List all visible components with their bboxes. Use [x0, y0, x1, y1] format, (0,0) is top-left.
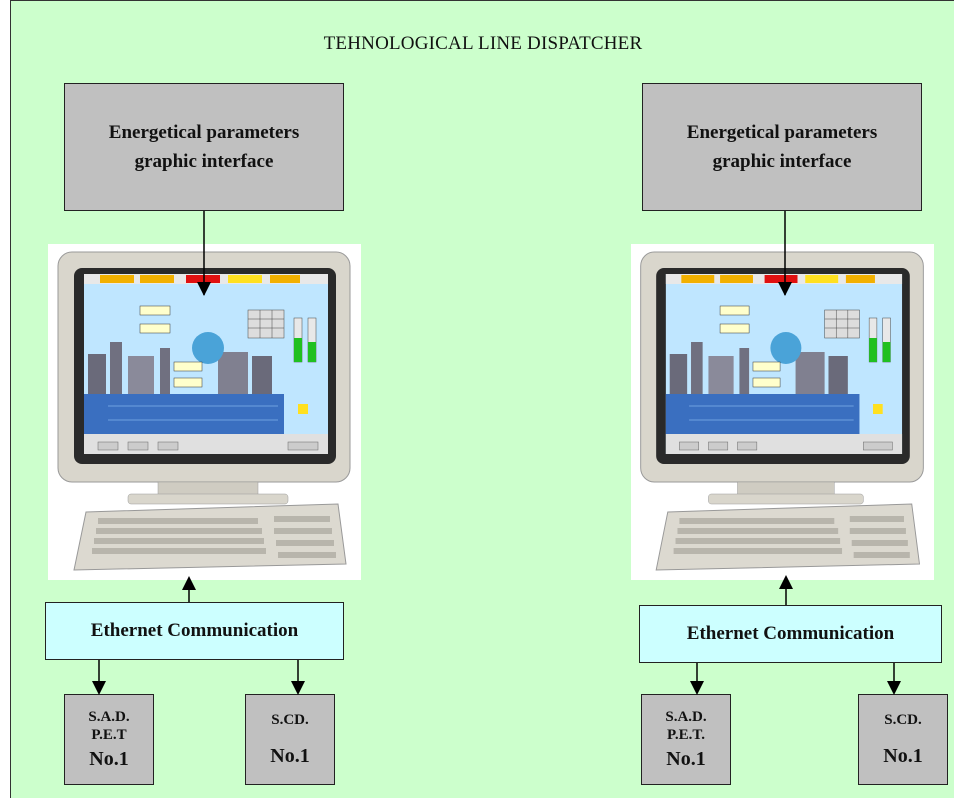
right-sad-line1: S.A.D.	[665, 708, 707, 725]
left-interface-line2: graphic interface	[134, 151, 274, 172]
computer-illustration	[57, 251, 351, 571]
left-sad-box: S.A.D. P.E.T No.1	[64, 694, 154, 785]
left-scd-box: S.CD. No.1	[245, 694, 335, 785]
right-ethernet-box: Ethernet Communication	[639, 605, 942, 663]
left-sad-line2: P.E.T	[91, 726, 127, 743]
right-scd-line2: No.1	[883, 744, 923, 767]
right-sad-line3: No.1	[666, 747, 706, 770]
diagram-title: TEHNOLOGICAL LINE DISPATCHER	[323, 33, 643, 54]
right-interface-line2: graphic interface	[712, 151, 852, 172]
left-computer-image	[48, 244, 361, 580]
right-scd-line1: S.CD.	[884, 711, 922, 728]
left-scd-line2: No.1	[270, 744, 310, 767]
left-ethernet-box: Ethernet Communication	[45, 602, 344, 660]
left-interface-box: Energetical parameters graphic interface	[64, 83, 344, 211]
right-interface-box: Energetical parameters graphic interface	[642, 83, 922, 211]
left-interface-line1: Energetical parameters	[108, 121, 300, 143]
right-interface-line1: Energetical parameters	[686, 121, 878, 143]
right-arrowhead-sad	[690, 681, 704, 695]
right-sad-box: S.A.D. P.E.T. No.1	[641, 694, 731, 785]
computer-illustration	[640, 251, 924, 571]
left-scd-line1: S.CD.	[271, 711, 309, 728]
right-scd-box: S.CD. No.1	[858, 694, 948, 785]
diagram-canvas: TEHNOLOGICAL LINE DISPATCHER Energetical…	[10, 0, 954, 798]
left-sad-line3: No.1	[89, 747, 129, 770]
right-arrowhead-scd	[887, 681, 901, 695]
right-sad-line2: P.E.T.	[667, 726, 705, 743]
left-sad-line1: S.A.D.	[88, 708, 130, 725]
right-computer-image	[631, 244, 934, 580]
left-arrowhead-sad	[92, 681, 106, 695]
left-arrowhead-scd	[291, 681, 305, 695]
